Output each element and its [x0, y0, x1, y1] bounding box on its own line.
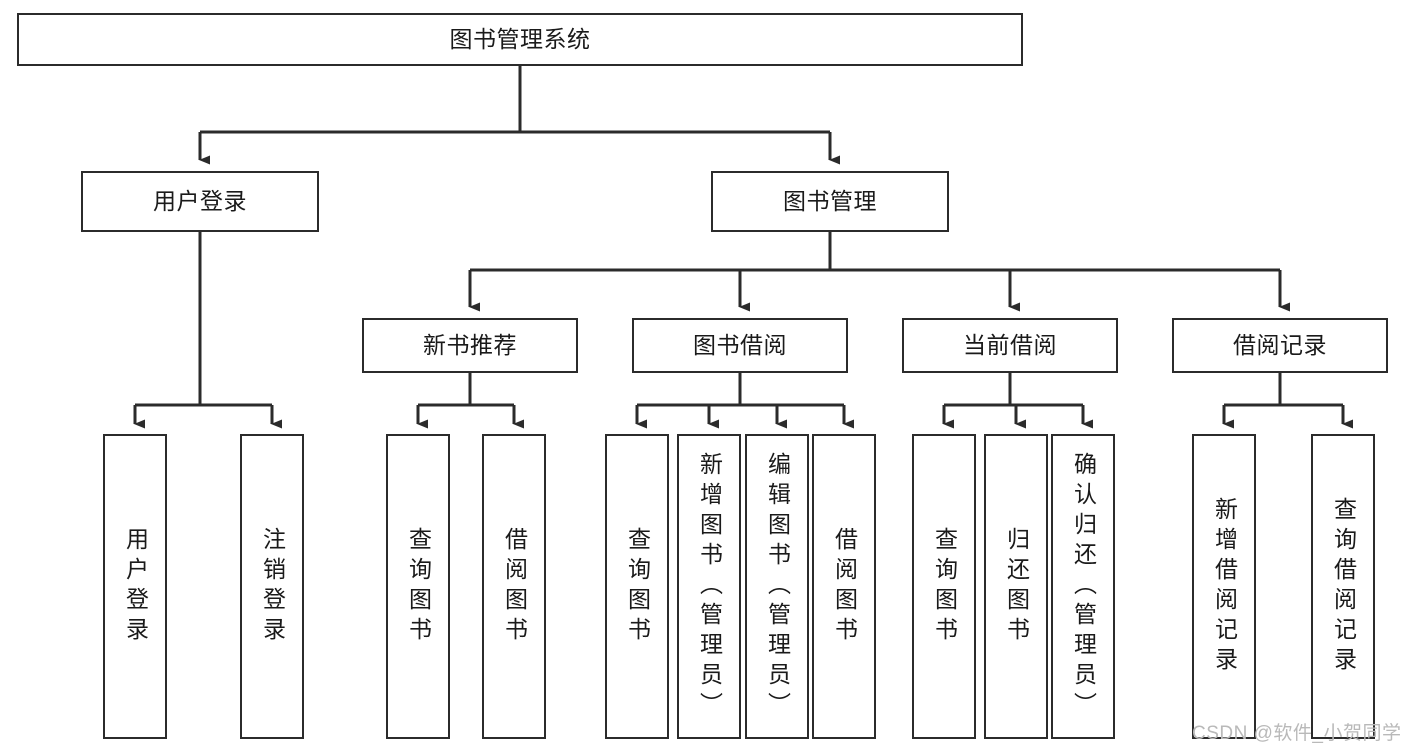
node-label: 用户登录	[153, 187, 247, 214]
leaf-add-book-admin[interactable]: 新增图书（管理员）	[677, 434, 741, 739]
node-label: 借阅图书	[501, 526, 528, 647]
leaf-query-book-recommend[interactable]: 查询图书	[386, 434, 450, 739]
node-label: 查询借阅记录	[1330, 496, 1357, 677]
leaf-return-book[interactable]: 归还图书	[984, 434, 1048, 739]
node-label: 图书管理	[783, 187, 877, 214]
node-label: 编辑图书（管理员）	[764, 451, 791, 722]
node-label: 新书推荐	[423, 331, 517, 358]
node-new-book-recommend[interactable]: 新书推荐	[362, 318, 578, 373]
leaf-query-borrow-record[interactable]: 查询借阅记录	[1311, 434, 1375, 739]
node-label: 新增借阅记录	[1211, 496, 1238, 677]
node-root-system[interactable]: 图书管理系统	[17, 13, 1023, 66]
leaf-borrow-book[interactable]: 借阅图书	[812, 434, 876, 739]
node-label: 借阅图书	[831, 526, 858, 647]
watermark-credit: CSDN @软件_小贺同学	[1192, 723, 1402, 744]
node-current-borrow[interactable]: 当前借阅	[902, 318, 1118, 373]
node-label: 查询图书	[624, 526, 651, 647]
leaf-query-book-borrow[interactable]: 查询图书	[605, 434, 669, 739]
node-label: 当前借阅	[963, 331, 1057, 358]
leaf-confirm-return-admin[interactable]: 确认归还（管理员）	[1051, 434, 1115, 739]
node-label: 借阅记录	[1233, 331, 1327, 358]
leaf-query-book-current[interactable]: 查询图书	[912, 434, 976, 739]
node-label: 图书管理系统	[449, 25, 591, 52]
node-label: 查询图书	[931, 526, 958, 647]
leaf-borrow-book-recommend[interactable]: 借阅图书	[482, 434, 546, 739]
node-label: 查询图书	[405, 526, 432, 647]
leaf-add-borrow-record[interactable]: 新增借阅记录	[1192, 434, 1256, 739]
node-book-borrow[interactable]: 图书借阅	[632, 318, 848, 373]
leaf-user-login[interactable]: 用户登录	[103, 434, 167, 739]
leaf-edit-book-admin[interactable]: 编辑图书（管理员）	[745, 434, 809, 739]
node-label: 新增图书（管理员）	[696, 451, 723, 722]
node-label: 确认归还（管理员）	[1070, 451, 1097, 722]
node-user-login[interactable]: 用户登录	[81, 171, 319, 232]
node-label: 图书借阅	[693, 331, 787, 358]
node-label: 注销登录	[259, 526, 286, 647]
node-label: 用户登录	[122, 526, 149, 647]
leaf-logout[interactable]: 注销登录	[240, 434, 304, 739]
node-borrow-record[interactable]: 借阅记录	[1172, 318, 1388, 373]
node-label: 归还图书	[1003, 526, 1030, 647]
node-book-management[interactable]: 图书管理	[711, 171, 949, 232]
